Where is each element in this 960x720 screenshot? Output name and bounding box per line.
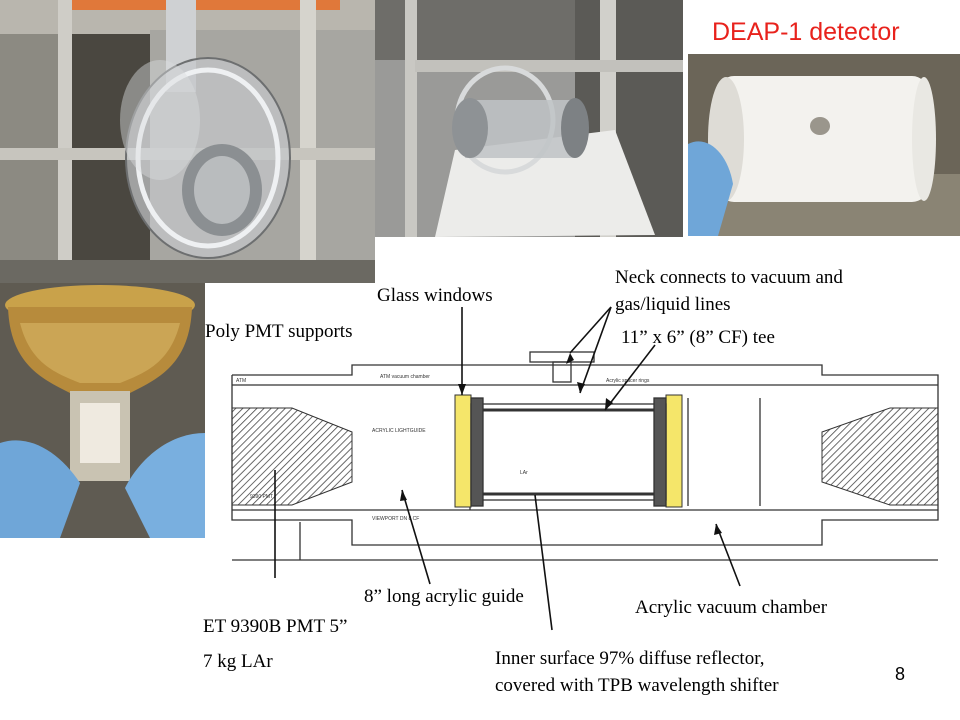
glass-window-right (665, 394, 683, 508)
photo-pmt-gloves-graphic (0, 283, 205, 538)
photo-pmt-gloves (0, 283, 205, 538)
drawing-annotation: ATM (236, 378, 246, 384)
arrowhead (458, 384, 466, 395)
leader-neck (569, 306, 612, 354)
leader-tee (604, 344, 656, 411)
arrowhead (566, 353, 574, 364)
drawing-annotation: Acrylic spacer rings (606, 378, 650, 384)
label-glass-windows: Glass windows (377, 285, 493, 306)
photo-detector-floor (375, 0, 683, 237)
leader-lines (274, 306, 741, 631)
page-number: 8 (895, 664, 906, 684)
vacuum-chamber-outline (231, 351, 939, 561)
label-tee: 11” x 6” (8” CF) tee (621, 327, 775, 348)
label-inner-surface-line1: Inner surface 97% diffuse reflector, (495, 648, 765, 669)
leader-inner-surface (534, 494, 553, 631)
photo-detector-floor-graphic (375, 0, 683, 237)
drawing-annotation: LAr (520, 470, 528, 476)
lar-tee (470, 397, 761, 507)
arrowhead (714, 524, 722, 535)
arrowhead (400, 490, 407, 501)
pmt-right-hatched (821, 407, 939, 506)
label-neck-line2: gas/liquid lines (615, 294, 731, 315)
arrowhead (577, 382, 585, 393)
slide-title: DEAP-1 detector (712, 18, 900, 46)
label-vacuum-chamber: Acrylic vacuum chamber (635, 597, 828, 618)
leader-acrylic-guide (401, 489, 431, 585)
drawing-annotation: VIEWPORT DN 8 CF (372, 516, 419, 522)
label-pmt-model: ET 9390B PMT 5” (203, 616, 348, 637)
photo-acrylic-chamber-graphic (0, 0, 375, 283)
arrowhead (605, 398, 613, 410)
label-lar-mass: 7 kg LAr (203, 651, 273, 672)
pmt-left-hatched (231, 407, 353, 506)
label-neck-line1: Neck connects to vacuum and (615, 267, 843, 288)
label-acrylic-guide: 8” long acrylic guide (364, 586, 524, 607)
photo-white-cylinder (688, 54, 960, 236)
drawing-annotation: 9390 PMT (250, 494, 273, 500)
drawing-annotation: ATM vacuum chamber (380, 374, 430, 380)
label-poly-pmt-supports: Poly PMT supports (205, 321, 353, 342)
leader-vacuum-chamber (715, 523, 741, 587)
photo-acrylic-chamber-frame (0, 0, 375, 283)
leader-neck-tee (579, 306, 612, 394)
photo-white-cylinder-graphic (688, 54, 960, 236)
glass-window-left (454, 394, 472, 508)
drawing-annotation: ACRYLIC LIGHTGUIDE (372, 428, 426, 434)
label-inner-surface-line2: covered with TPB wavelength shifter (495, 675, 779, 696)
